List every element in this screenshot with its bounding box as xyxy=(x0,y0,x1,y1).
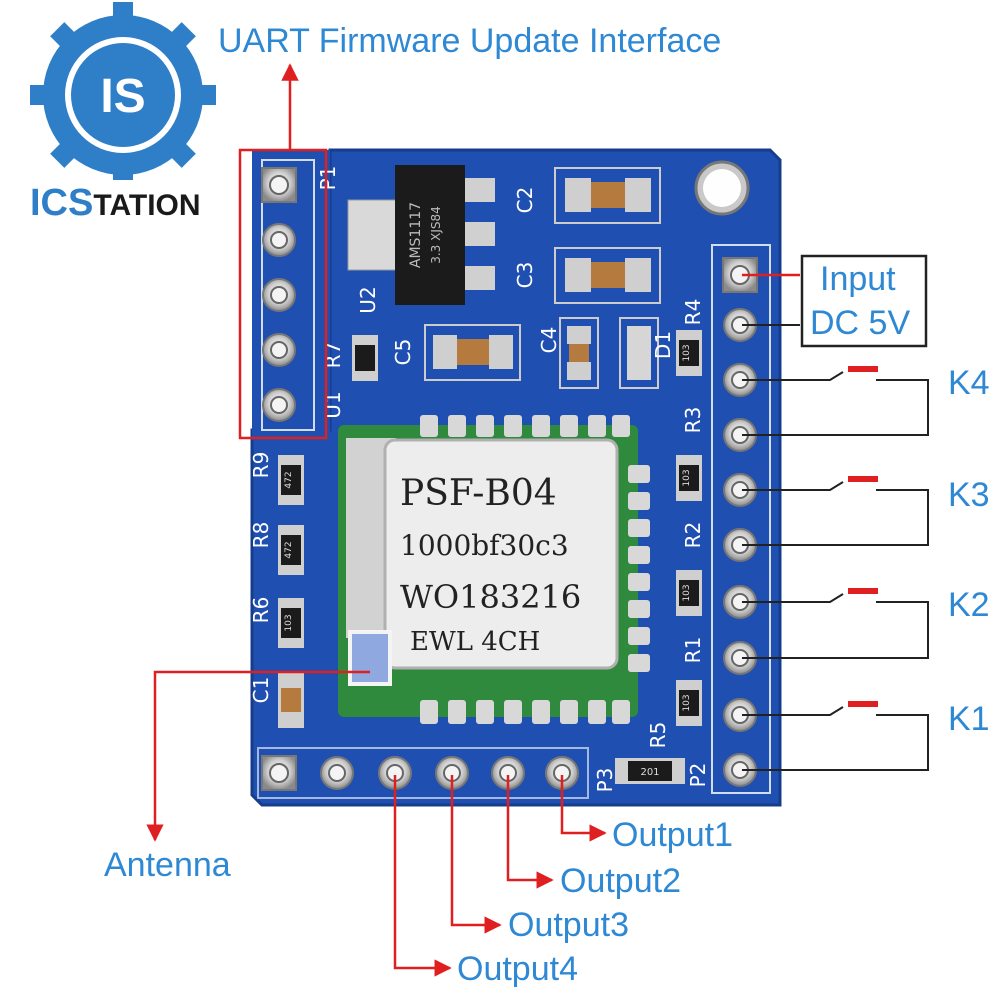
k1-label: K1 xyxy=(948,700,990,738)
silk-r6: R6 xyxy=(249,597,273,624)
svg-text:ICSTATION: ICSTATION xyxy=(30,182,201,224)
antenna-chip xyxy=(348,630,392,686)
svg-text:201: 201 xyxy=(640,767,659,778)
resistor-r5: 201 xyxy=(615,758,685,784)
svg-text:103: 103 xyxy=(682,469,692,486)
uart-callout xyxy=(238,63,328,440)
svg-text:103: 103 xyxy=(682,344,692,361)
input-label-line2: DC 5V xyxy=(810,304,911,342)
resistor-r6: 103 xyxy=(278,598,304,648)
output-callouts xyxy=(393,775,607,977)
silk-d1: D1 xyxy=(651,331,675,359)
capacitor-c5 xyxy=(424,324,521,381)
brand-logo: IS ICSTATION xyxy=(20,2,225,224)
svg-text:472: 472 xyxy=(284,541,294,558)
silk-c4: C4 xyxy=(537,327,561,354)
svg-text:3.3 XJS84: 3.3 XJS84 xyxy=(429,206,443,264)
resistor-r2: 103 xyxy=(676,570,702,616)
silk-r8: R8 xyxy=(249,522,273,549)
gear-icon xyxy=(30,2,216,188)
silk-r1: R1 xyxy=(681,637,705,664)
silk-u2: U2 xyxy=(356,286,380,313)
resistor-r9: 472 xyxy=(278,455,304,505)
resistor-r3: 103 xyxy=(676,455,702,501)
silk-r9: R9 xyxy=(249,452,273,479)
silk-p2: P2 xyxy=(686,763,710,788)
capacitor-c2 xyxy=(554,167,661,224)
resistor-r8: 472 xyxy=(278,525,304,575)
diode-d1 xyxy=(619,317,659,389)
resistor-r7 xyxy=(352,335,378,381)
silk-r2: R2 xyxy=(681,522,705,549)
logo-tation: TATION xyxy=(93,189,200,222)
silk-r3: R3 xyxy=(681,407,705,434)
output2-label: Output2 xyxy=(560,862,681,900)
module-label-1: PSF-B04 xyxy=(400,473,557,514)
silk-r5: R5 xyxy=(646,722,670,749)
header-p1 xyxy=(261,167,297,422)
pcb-board: AMS1117 3.3 XJS84 xyxy=(249,148,782,807)
antenna-callout xyxy=(146,670,370,842)
svg-text:103: 103 xyxy=(682,584,692,601)
silk-p1: P1 xyxy=(316,166,340,191)
k2-label: K2 xyxy=(948,586,990,624)
regulator-u2: AMS1117 3.3 XJS84 xyxy=(347,165,495,305)
header-p3 xyxy=(261,755,579,791)
output4-label: Output4 xyxy=(457,950,578,988)
capacitor-c3 xyxy=(554,247,661,304)
output3-label: Output3 xyxy=(508,906,629,944)
k3-label: K3 xyxy=(948,476,990,514)
output1-label: Output1 xyxy=(612,816,733,854)
capacitor-c4 xyxy=(559,317,599,389)
module-label-4: EWL 4CH xyxy=(410,627,540,657)
module-label-3: WO183216 xyxy=(400,578,581,616)
module-label-2: 1000bf30c3 xyxy=(400,529,569,562)
svg-text:AMS1117: AMS1117 xyxy=(408,202,424,268)
antenna-label: Antenna xyxy=(104,846,231,884)
silk-c5: C5 xyxy=(391,339,415,366)
svg-text:103: 103 xyxy=(284,614,294,631)
input-callout xyxy=(742,254,928,348)
svg-text:472: 472 xyxy=(284,471,294,488)
silk-r7: R7 xyxy=(321,342,345,369)
silk-c1: C1 xyxy=(249,677,273,704)
input-label-line1: Input xyxy=(820,260,896,298)
silk-u1: U1 xyxy=(321,391,345,418)
silk-p3: P3 xyxy=(593,768,617,793)
silk-r4: R4 xyxy=(681,299,705,326)
wifi-module: PSF-B04 1000bf30c3 WO183216 EWL 4CH xyxy=(338,415,650,724)
capacitor-c1 xyxy=(278,672,304,728)
uart-label: UART Firmware Update Interface xyxy=(218,22,722,60)
logo-initials: IS xyxy=(100,70,145,123)
resistor-r1: 103 xyxy=(676,680,702,726)
silk-c2: C2 xyxy=(513,187,537,214)
logo-ics: ICS xyxy=(30,182,93,224)
svg-text:103: 103 xyxy=(682,694,692,711)
k4-label: K4 xyxy=(948,364,990,402)
silk-c3: C3 xyxy=(513,262,537,289)
resistor-r4: 103 xyxy=(676,330,702,376)
